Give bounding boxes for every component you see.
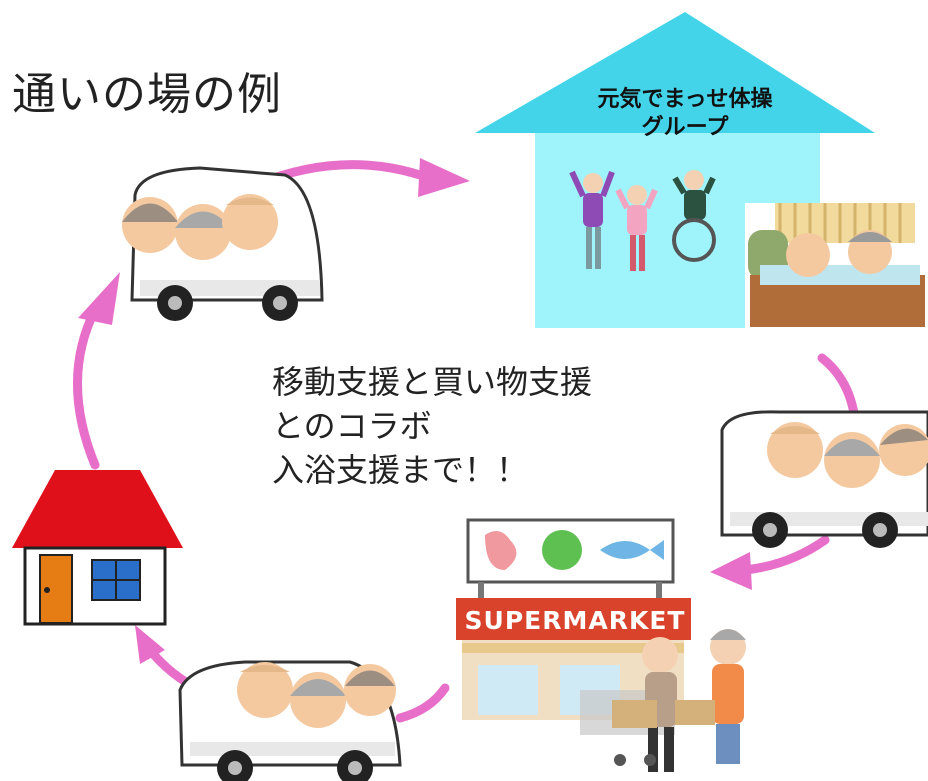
cabbage-icon <box>542 530 582 570</box>
van-top-left <box>122 166 324 321</box>
meat-icon <box>485 531 517 570</box>
bath-illustration <box>745 203 928 330</box>
supermarket-sign-board <box>456 598 691 640</box>
exercise-house-roof <box>475 12 875 133</box>
arrow-supermarket-to-van <box>395 683 450 723</box>
exercise-group-label-line1: 元気でまっせ体操 <box>597 87 773 112</box>
center-caption: 移動支援と買い物支援 とのコラボ 入浴支援まで！！ <box>272 360 592 492</box>
home-roof <box>12 470 183 548</box>
exercise-group-label-line2: グループ <box>641 115 729 140</box>
center-caption-line2: とのコラボ <box>272 407 432 445</box>
center-caption-line1: 移動支援と買い物支援 <box>272 363 593 401</box>
supermarket <box>456 518 746 772</box>
exercise-group-label: 元気でまっせ体操 グループ <box>555 86 815 142</box>
home-house <box>12 470 183 626</box>
exercising-people-illustration <box>569 170 716 271</box>
page-title: 通いの場の例 <box>12 69 282 120</box>
supermarket-sign-text: SUPERMARKET <box>464 606 686 635</box>
van-right <box>720 410 928 548</box>
arrow-home-to-van <box>73 272 120 470</box>
center-caption-line3: 入浴支援まで！！ <box>272 451 529 489</box>
arrow-van-to-supermarket <box>710 535 830 590</box>
van-bottom <box>178 660 402 781</box>
exercise-house <box>475 12 928 330</box>
fish-icon <box>600 540 664 560</box>
